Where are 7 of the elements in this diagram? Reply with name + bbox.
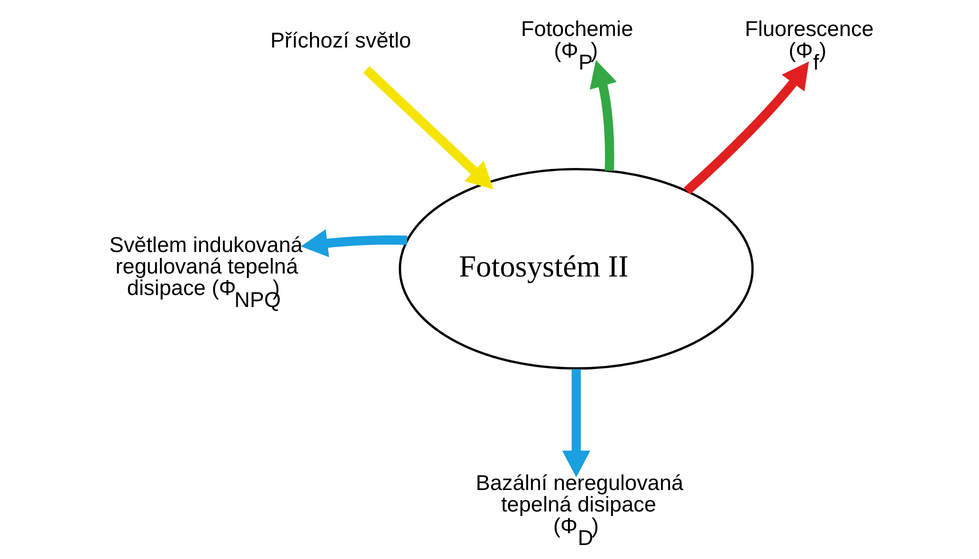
node-ellipse: Fotosystém II	[398, 168, 754, 370]
arrow	[300, 229, 407, 258]
arrow	[683, 62, 808, 194]
arrow	[562, 369, 590, 478]
node-text: Příchozí světlo	[270, 28, 411, 53]
arrow	[589, 60, 616, 171]
arrow	[362, 66, 494, 190]
